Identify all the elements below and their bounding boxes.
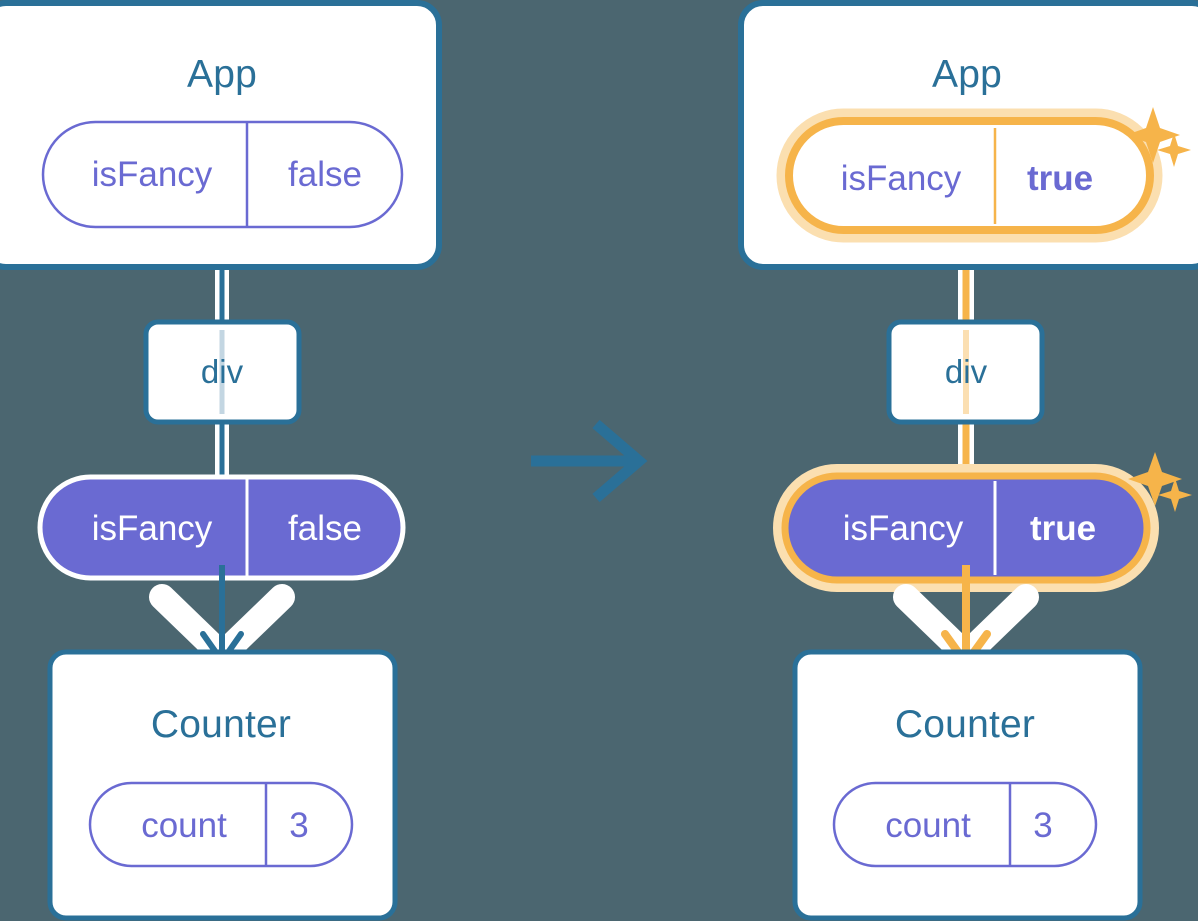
before-prop-pill bbox=[37, 474, 406, 581]
sparkle-small-icon bbox=[1158, 478, 1192, 512]
after-app-pill-ring bbox=[785, 117, 1154, 234]
transition-arrow-right-icon bbox=[531, 419, 648, 503]
after-app-pill-glow bbox=[776, 108, 1163, 243]
before-div-node bbox=[143, 319, 302, 425]
after-prop-pill-body bbox=[781, 472, 1151, 584]
before-counter-state-pill bbox=[88, 781, 354, 868]
transition-arrow-head bbox=[592, 419, 648, 503]
before-app-state-pill bbox=[41, 120, 404, 229]
after-div-node bbox=[886, 319, 1045, 425]
sparkle-small-icon bbox=[1157, 133, 1191, 167]
after-div-box bbox=[886, 319, 1045, 425]
before-app-pill-body bbox=[41, 120, 404, 229]
after-counter-state-pill bbox=[832, 781, 1098, 868]
after-app-sparkle-group bbox=[1126, 107, 1191, 167]
before-counter-pill-body bbox=[88, 781, 354, 868]
sparkle-large-icon bbox=[1128, 452, 1182, 506]
after-prop-pill bbox=[773, 464, 1159, 592]
before-prop-pill-body bbox=[37, 474, 406, 581]
sparkle-large-icon bbox=[1126, 107, 1180, 163]
after-app-state-pill bbox=[776, 108, 1163, 243]
after-prop-sparkle-group bbox=[1128, 452, 1192, 512]
before-render-arrow-group bbox=[149, 565, 295, 668]
after-counter-pill-body bbox=[832, 781, 1098, 868]
before-div-box bbox=[143, 319, 302, 425]
